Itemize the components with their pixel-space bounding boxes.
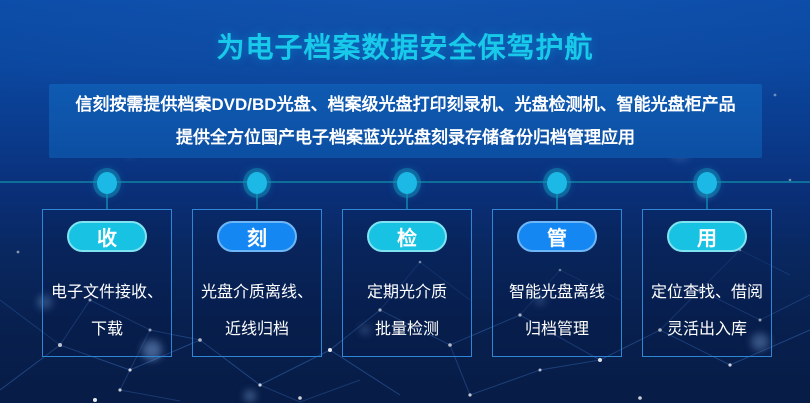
card-yong: 用 定位查找、借阅 灵活出入库 xyxy=(642,209,772,357)
card-yong-badge: 用 xyxy=(667,221,747,252)
card-jian-line-2: 批量检测 xyxy=(374,321,439,338)
timeline-dot xyxy=(97,172,117,194)
timeline-dot xyxy=(547,172,567,194)
timeline-connector xyxy=(556,182,558,210)
card-shou-line-2: 下载 xyxy=(90,321,123,338)
card-shou-text: 电子文件接收、 下载 xyxy=(42,274,172,348)
timeline-connector xyxy=(406,182,408,210)
timeline-connector xyxy=(706,182,708,210)
timeline-dot xyxy=(397,172,417,194)
card-ke-badge: 刻 xyxy=(217,221,297,252)
card-guan-line-1: 智能光盘离线 xyxy=(508,284,605,301)
description-line-2: 提供全方位国产电子档案蓝光光盘刻录存储备份归档管理应用 xyxy=(176,128,635,147)
card-shou-line-1: 电子文件接收、 xyxy=(50,284,163,301)
timeline-connector xyxy=(106,182,108,210)
description-line-1: 信刻按需提供档案DVD/BD光盘、档案级光盘打印刻录机、光盘检测机、智能光盘柜产… xyxy=(75,95,736,114)
timeline-connector xyxy=(256,182,258,210)
page-title: 为电子档案数据安全保驾护航 xyxy=(216,32,594,63)
card-guan-text: 智能光盘离线 归档管理 xyxy=(492,274,622,348)
timeline-dot xyxy=(697,172,717,194)
card-ke-line-1: 光盘介质离线、 xyxy=(200,284,313,301)
card-ke-line-2: 近线归档 xyxy=(224,321,289,338)
card-guan-line-2: 归档管理 xyxy=(524,321,589,338)
card-shou: 收 电子文件接收、 下载 xyxy=(42,209,172,357)
card-guan: 管 智能光盘离线 归档管理 xyxy=(492,209,622,357)
card-ke-text: 光盘介质离线、 近线归档 xyxy=(192,274,322,348)
card-shou-badge: 收 xyxy=(67,221,147,252)
card-jian-badge: 检 xyxy=(367,221,447,252)
description-box: 信刻按需提供档案DVD/BD光盘、档案级光盘打印刻录机、光盘检测机、智能光盘柜产… xyxy=(49,84,762,158)
card-yong-line-2: 灵活出入库 xyxy=(666,321,747,338)
card-jian-line-1: 定期光介质 xyxy=(366,284,447,301)
card-jian: 检 定期光介质 批量检测 xyxy=(342,209,472,357)
card-ke: 刻 光盘介质离线、 近线归档 xyxy=(192,209,322,357)
timeline-dot xyxy=(247,172,267,194)
card-jian-text: 定期光介质 批量检测 xyxy=(342,274,472,348)
card-yong-line-1: 定位查找、借阅 xyxy=(650,284,763,301)
card-guan-badge: 管 xyxy=(517,221,597,252)
card-yong-text: 定位查找、借阅 灵活出入库 xyxy=(642,274,772,348)
